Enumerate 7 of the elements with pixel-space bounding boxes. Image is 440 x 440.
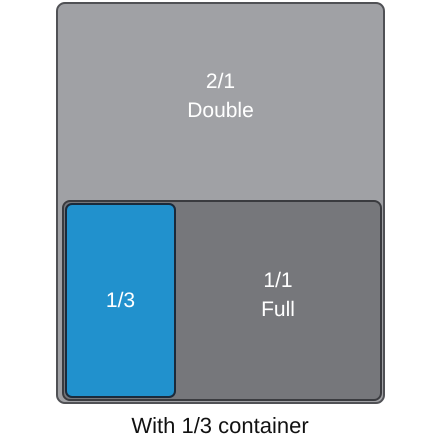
container-label: 2/1 Double	[187, 69, 254, 124]
container-box	[62, 200, 382, 401]
container-label: 1/1 Full	[261, 268, 295, 323]
caption: With 1/3 container	[131, 412, 309, 440]
container-box	[65, 203, 176, 398]
container-box	[56, 2, 385, 404]
container-label: 1/3	[106, 288, 136, 314]
